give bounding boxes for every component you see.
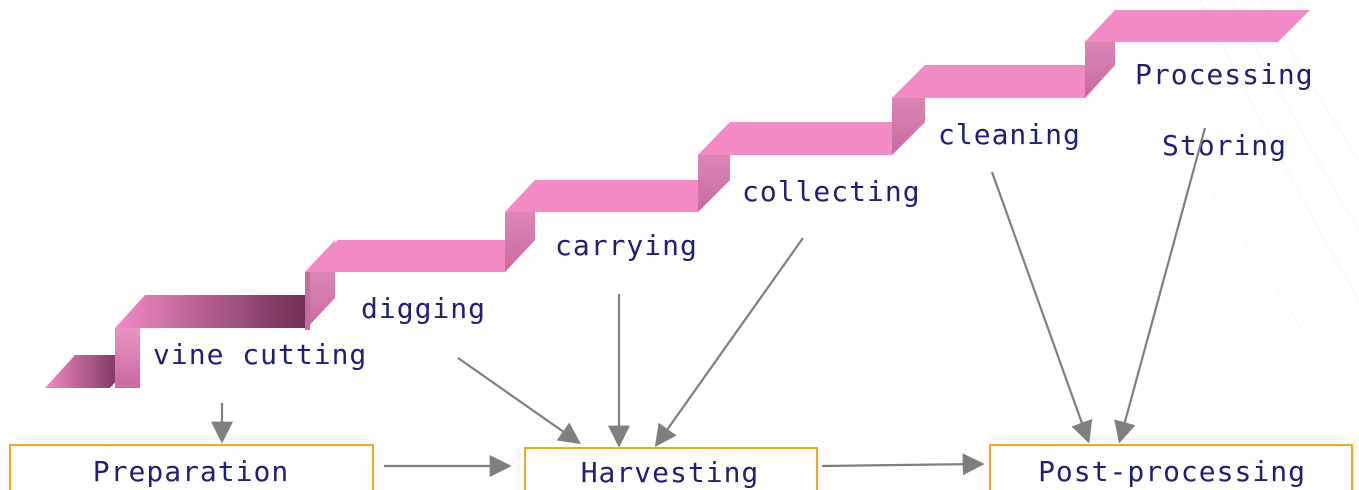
stage-box-preparation: [9, 444, 374, 490]
stage-label-post-processing: Post-processing: [1038, 455, 1306, 488]
stair-tread-6: [1085, 10, 1310, 42]
step-label-cleaning: cleaning: [938, 118, 1081, 151]
step-label-storing: Storing: [1162, 129, 1287, 162]
step-label-processing: Processing: [1135, 58, 1314, 91]
step-label-digging: digging: [361, 292, 486, 325]
staircase: [45, 10, 1310, 388]
stair-tread-5: [892, 65, 1115, 98]
stage-harvesting: Harvesting: [524, 447, 818, 490]
stair-tread-2: [305, 240, 535, 272]
stage-label-preparation: Preparation: [93, 455, 289, 488]
stair-tread-3: [505, 180, 730, 212]
step-label-carrying: carrying: [555, 229, 698, 262]
stage-label-harvesting: Harvesting: [581, 456, 760, 489]
stage-post-processing: Post-processing: [989, 444, 1353, 490]
stair-riser-1: [115, 328, 140, 388]
stage-box-post-processing: [989, 444, 1353, 490]
step-label-collecting: collecting: [742, 175, 921, 208]
stair-tread-4: [698, 122, 925, 155]
stage-preparation: Preparation: [9, 444, 374, 490]
arrow-storing-to-post-processing: [1114, 127, 1207, 444]
flow-arrows: [211, 127, 1207, 477]
arrow-digging-to-harvesting: [457, 357, 582, 445]
arrow-harvesting-to-post-processing: [821, 453, 985, 476]
step-label-vine-cutting: vine cutting: [153, 338, 367, 371]
stair-riser-2-front: [305, 272, 310, 330]
stair-tread-1: [115, 295, 335, 328]
arrow-collecting-to-harvesting: [654, 237, 804, 447]
stage-box-harvesting: [524, 447, 818, 490]
arrow-cleaning-to-post-processing: [990, 171, 1093, 444]
